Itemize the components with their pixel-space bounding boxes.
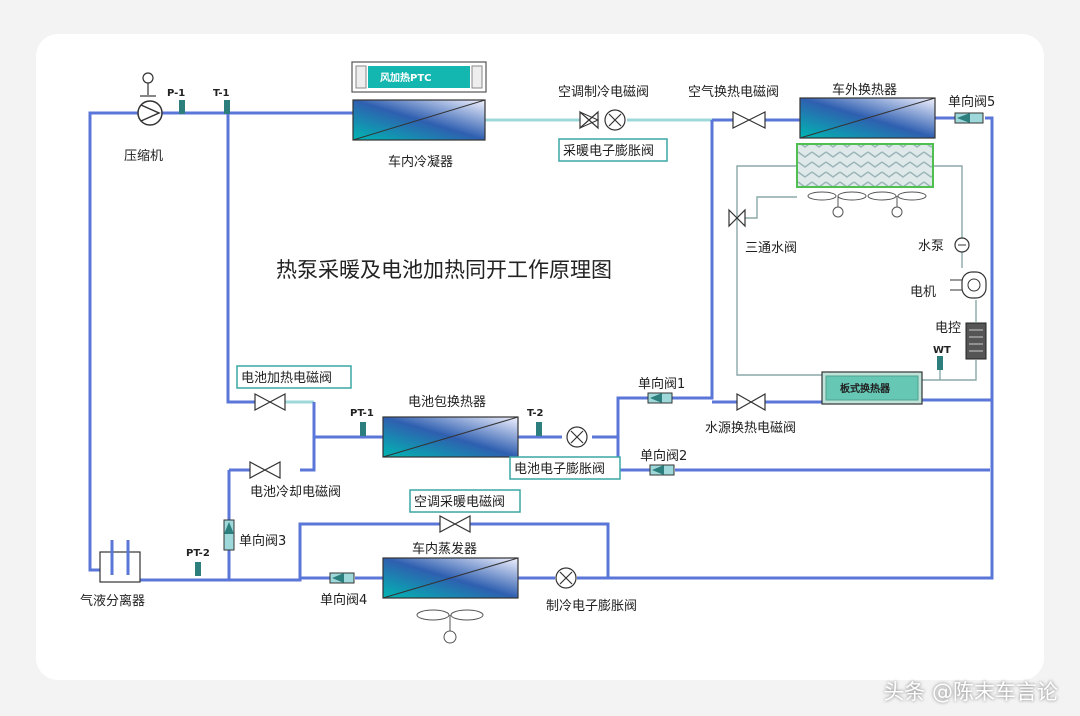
- sensor-p1: [179, 100, 185, 114]
- battery-exv: [566, 426, 588, 448]
- sensor-wt: [937, 356, 943, 370]
- sensor-pt1: [360, 422, 366, 436]
- check-valve-1: [647, 392, 673, 404]
- compressor-label: 压缩机: [124, 148, 163, 164]
- refrigerant-pipes: [88, 111, 994, 582]
- three-way-label: 三通水阀: [745, 241, 797, 256]
- plate-hx-label: 板式换热器: [840, 382, 891, 395]
- air-hx-valve-label: 空气换热电磁阀: [688, 84, 779, 100]
- battery-heat-valve-label: 电池加热电磁阀: [241, 371, 332, 386]
- ptc-label: 风加热PTC: [380, 71, 432, 84]
- battery-hx-label: 电池包换热器: [408, 395, 486, 410]
- controller-label: 电控: [935, 321, 961, 336]
- heating-exv-box: [558, 138, 668, 162]
- ac-cooling-valve: [579, 109, 626, 131]
- battery-cool-valve: [249, 461, 281, 479]
- plate-heat-exchanger: [821, 371, 923, 405]
- check4-label: 单向阀4: [320, 592, 367, 608]
- t2-label: T-2: [527, 408, 544, 419]
- check-valve-2: [649, 464, 675, 476]
- pump-label: 水泵: [918, 239, 944, 254]
- gas-liquid-separator: [99, 540, 141, 583]
- cabin-condenser-label: 车内冷凝器: [388, 154, 453, 170]
- cabin-condenser: [352, 99, 486, 141]
- check1-label: 单向阀1: [638, 376, 685, 392]
- motor-label: 电机: [910, 285, 936, 300]
- pt2-label: PT-2: [186, 548, 210, 559]
- check2-label: 单向阀2: [640, 448, 687, 464]
- check-valve-3: [223, 519, 235, 551]
- controller-icon: [965, 322, 987, 360]
- water-loop: [736, 165, 977, 381]
- evaporator-label: 车内蒸发器: [412, 541, 477, 557]
- check3-label: 单向阀3: [239, 533, 286, 549]
- check5-label: 单向阀5: [948, 94, 995, 110]
- cooling-exv: [555, 567, 577, 589]
- diagram-title: 热泵采暖及电池加热同开工作原理图: [276, 258, 612, 282]
- motor-icon: [950, 271, 987, 299]
- battery-exv-box: [509, 456, 621, 480]
- battery-heat-valve: [254, 393, 286, 411]
- sensor-pt2: [195, 562, 201, 576]
- air-hx-valve: [732, 111, 766, 129]
- battery-heat-exchanger: [382, 416, 519, 458]
- battery-cool-valve-label: 电池冷却电磁阀: [250, 485, 341, 500]
- battery-exv-label: 电池电子膨胀阀: [514, 462, 605, 477]
- sensor-t2: [536, 422, 542, 436]
- t1-label: T-1: [213, 88, 230, 99]
- pump-icon: [954, 237, 970, 253]
- cooling-exv-label: 制冷电子膨胀阀: [546, 599, 637, 614]
- fan-icon: [416, 609, 484, 644]
- p1-label: P-1: [167, 88, 185, 99]
- ac-heating-valve-box: [409, 489, 521, 513]
- fan-icon: [807, 191, 867, 218]
- three-way-valve: [728, 208, 746, 228]
- cabin-evaporator: [382, 557, 519, 599]
- check-valve-4: [329, 572, 355, 584]
- ac-heating-valve-label: 空调采暖电磁阀: [414, 495, 505, 510]
- heating-exv-label: 采暖电子膨胀阀: [563, 144, 654, 159]
- fan-icon: [867, 191, 927, 218]
- water-hx-valve: [736, 392, 766, 412]
- water-hx-valve-label: 水源换热电磁阀: [705, 421, 796, 436]
- separator-label: 气液分离器: [80, 593, 145, 609]
- watermark: 头条 @陈末车言论: [883, 680, 1058, 704]
- check-valve-5: [954, 112, 984, 124]
- wt-label: WT: [933, 345, 951, 356]
- outdoor-heat-exchanger: [796, 97, 936, 188]
- ac-cooling-valve-label: 空调制冷电磁阀: [558, 85, 649, 100]
- battery-heat-valve-box: [236, 365, 352, 389]
- sensor-t1: [224, 100, 230, 114]
- outdoor-hx-label: 车外换热器: [832, 82, 897, 98]
- compressor: [137, 72, 163, 126]
- diagram-card: [36, 34, 1044, 680]
- pt1-label: PT-1: [350, 408, 374, 419]
- ptc-heater: [351, 61, 487, 93]
- ac-heating-valve: [439, 515, 471, 533]
